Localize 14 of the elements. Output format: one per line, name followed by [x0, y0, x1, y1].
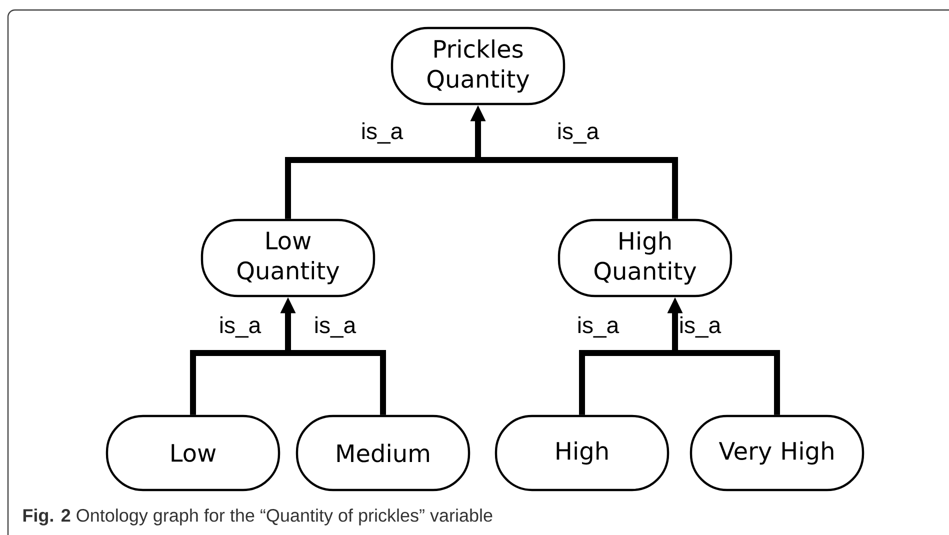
- concept-node: Low Quantity: [200, 218, 376, 298]
- concept-node: Low: [106, 414, 280, 492]
- concept-node: Medium: [296, 414, 470, 492]
- edge-label: is_a: [362, 122, 404, 144]
- edge-label: is_a: [315, 316, 356, 338]
- caption: Fig. 2 Ontology graph for the “Quantity of prickles” variable: [23, 508, 492, 526]
- edge-label: is_a: [680, 316, 722, 338]
- concept-node: Prickles Quantity: [390, 26, 566, 106]
- concept-node: High: [494, 414, 670, 492]
- edge-label: is_a: [578, 316, 620, 338]
- concept-node: Very High: [690, 414, 864, 492]
- edge-label: is_a: [558, 122, 600, 144]
- concept-node: High Quantity: [558, 218, 732, 298]
- edge-label: is_a: [220, 316, 262, 338]
